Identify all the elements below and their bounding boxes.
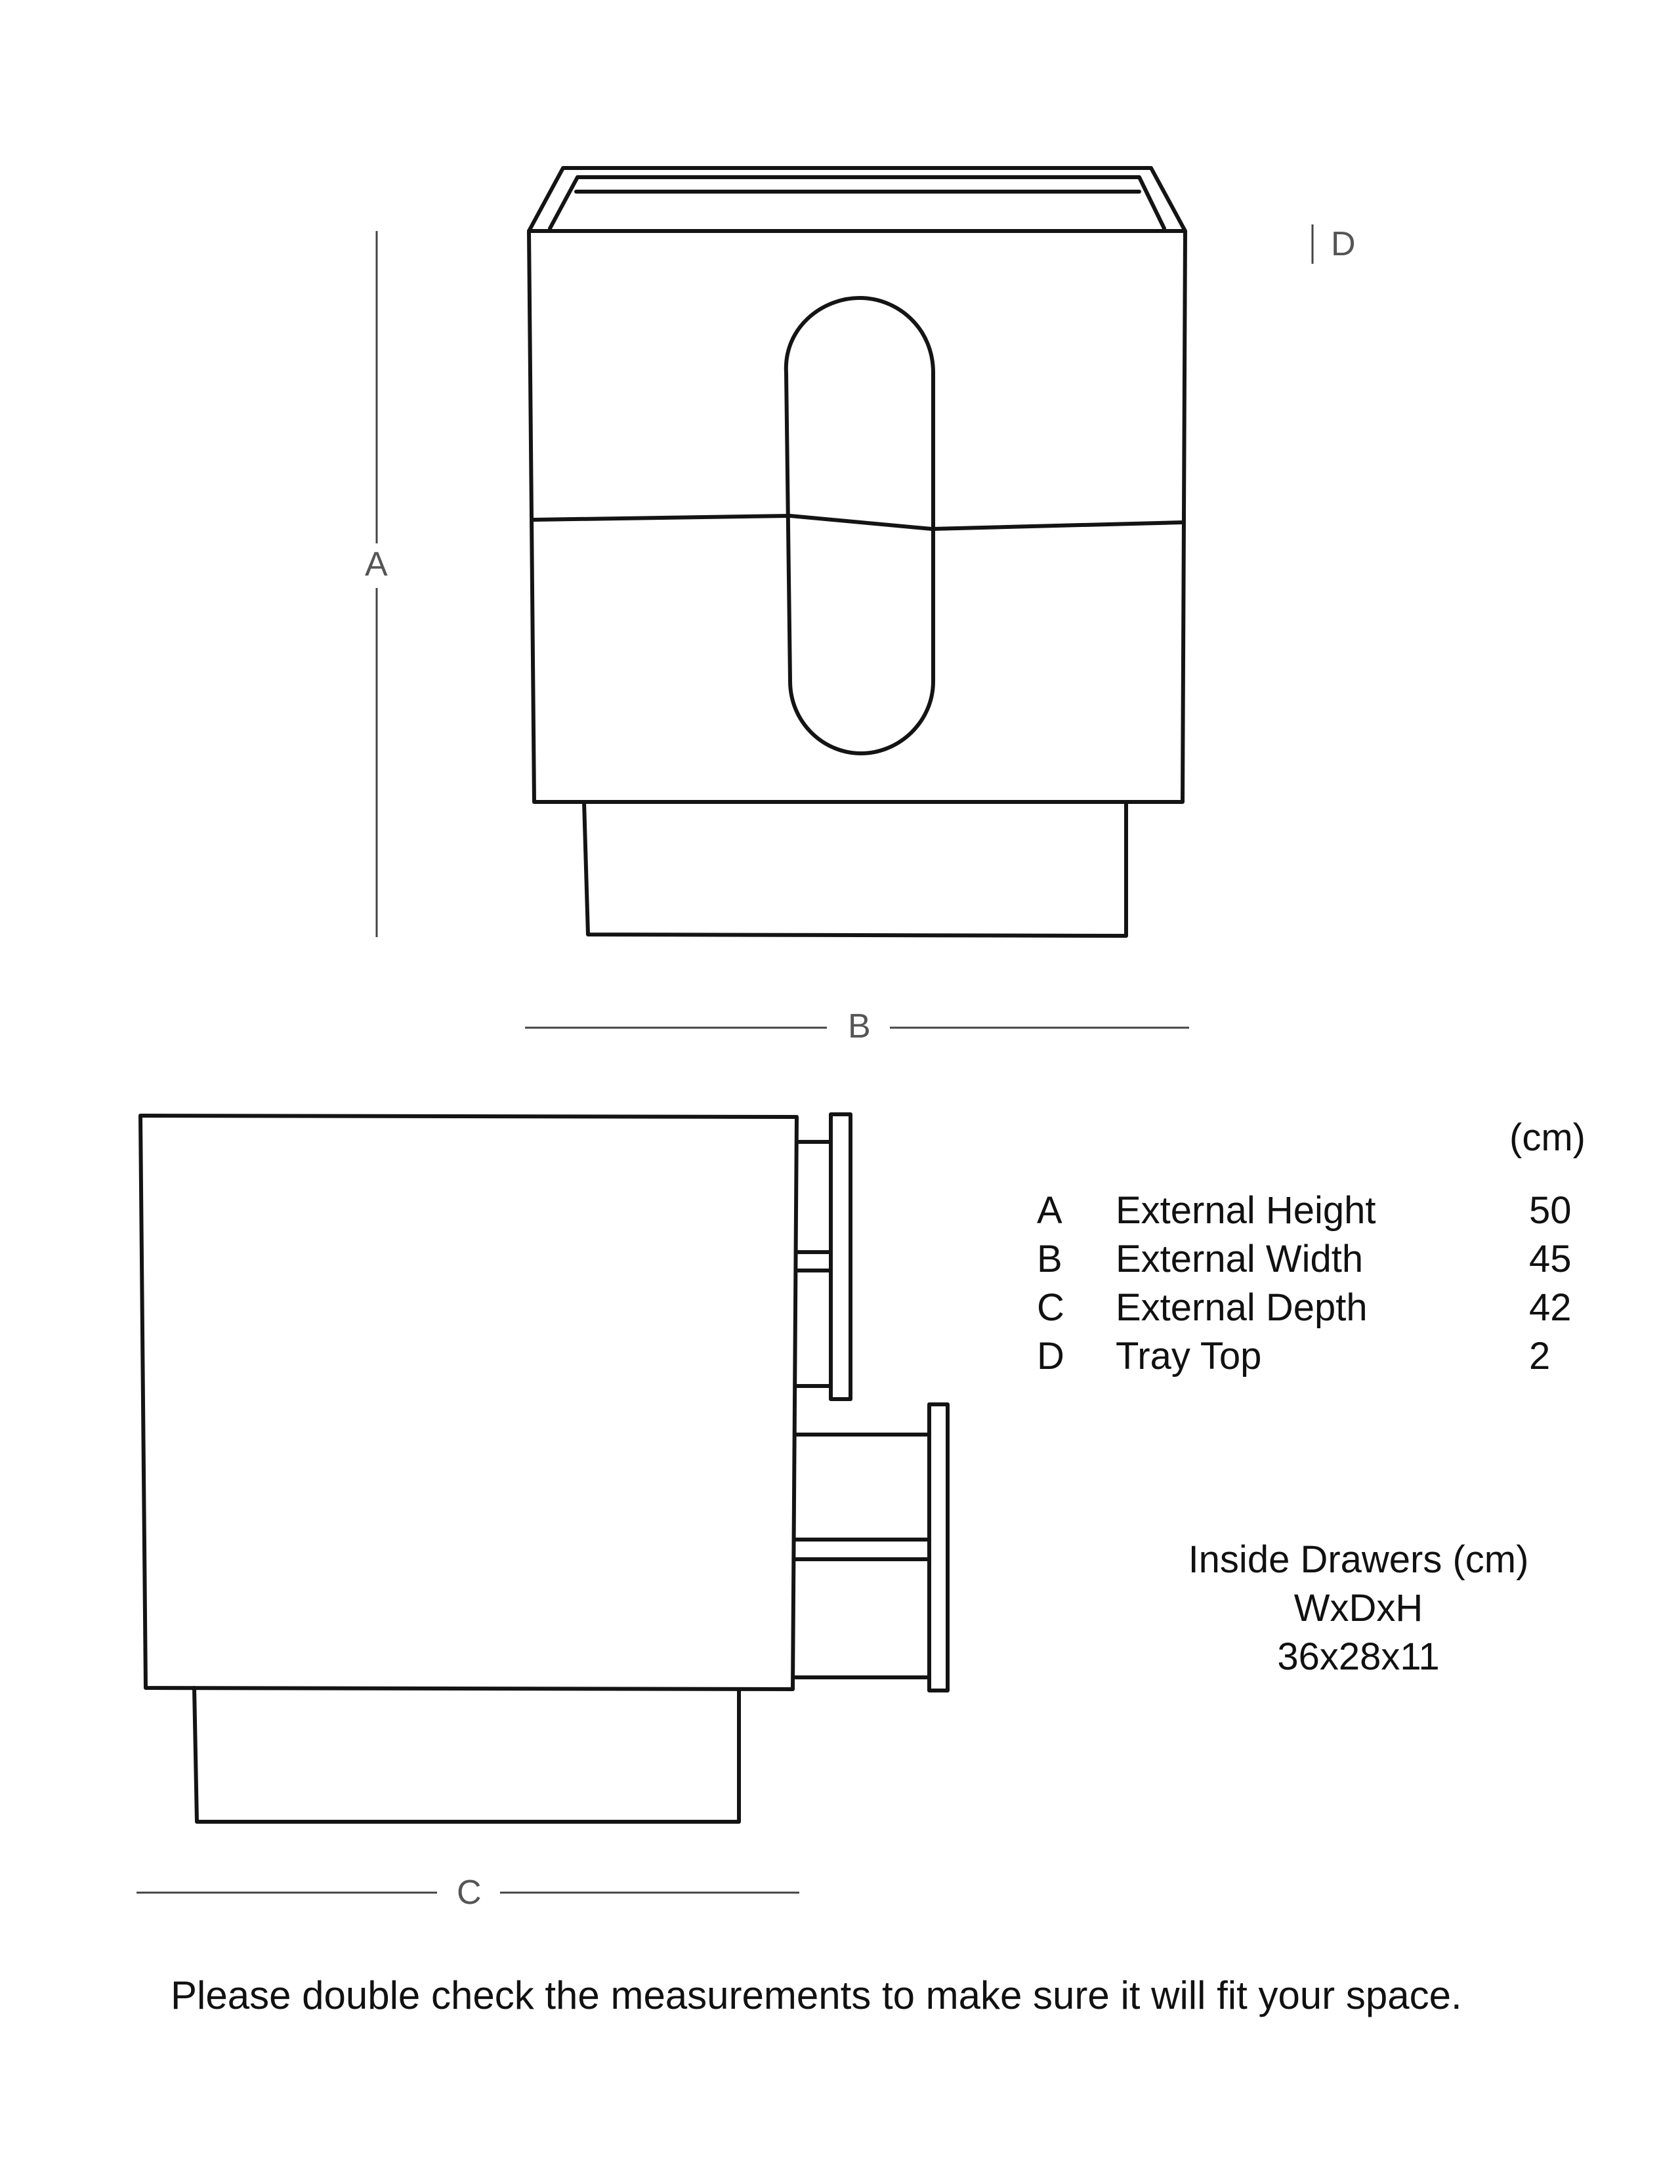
spec-letter: C — [1037, 1286, 1064, 1329]
spec-row: A External Height 50 — [1037, 1186, 1628, 1235]
spec-description: External Depth — [1116, 1286, 1368, 1329]
upper-drawer-front — [829, 1112, 852, 1401]
spec-row: B External Width 45 — [1037, 1235, 1628, 1284]
spec-description: External Width — [1116, 1238, 1364, 1280]
tray-top-inner — [548, 175, 1166, 230]
footer-note: Please double check the measurements to … — [171, 1973, 1462, 2017]
inside-drawers-info: Inside Drawers (cm) WxDxH 36x28x11 — [1116, 1536, 1601, 1681]
side-plinth — [192, 1686, 741, 1824]
drawer-split-line — [531, 514, 1185, 531]
side-body — [138, 1114, 799, 1691]
side-view — [138, 1112, 950, 1824]
spec-value: 2 — [1529, 1335, 1551, 1377]
upper-drawer-runner — [795, 1140, 833, 1388]
spec-value: 42 — [1529, 1286, 1572, 1329]
tray-top-outer — [527, 166, 1187, 233]
oval-handle — [784, 296, 935, 755]
dimension-a-label: A — [365, 545, 388, 583]
spec-letter: B — [1037, 1238, 1062, 1280]
spec-value: 45 — [1529, 1238, 1572, 1280]
lower-drawer-box — [793, 1433, 931, 1679]
spec-unit-label: (cm) — [1509, 1116, 1586, 1159]
lower-drawer-front — [927, 1402, 950, 1692]
spec-description: External Height — [1116, 1189, 1376, 1232]
inside-drawers-title: Inside Drawers (cm) — [1188, 1538, 1529, 1581]
spec-letter: A — [1037, 1189, 1062, 1232]
dimension-c-label: C — [457, 1874, 482, 1912]
inside-drawers-format: WxDxH — [1293, 1587, 1423, 1629]
inside-drawers-dimensions: 36x28x11 — [1277, 1635, 1440, 1678]
spec-row: D Tray Top 2 — [1037, 1332, 1628, 1381]
spec-letter: D — [1037, 1335, 1064, 1377]
front-plinth — [582, 800, 1128, 938]
spec-row: C External Depth 42 — [1037, 1284, 1628, 1332]
spec-value: 50 — [1529, 1189, 1572, 1232]
dimension-d-label: D — [1331, 225, 1356, 263]
spec-table: A External Height 50 B External Width 45… — [1037, 1186, 1628, 1381]
dimension-b-label: B — [848, 1007, 871, 1045]
front-view — [527, 166, 1187, 938]
cabinet-body-front — [527, 229, 1187, 804]
spec-description: Tray Top — [1116, 1335, 1262, 1377]
